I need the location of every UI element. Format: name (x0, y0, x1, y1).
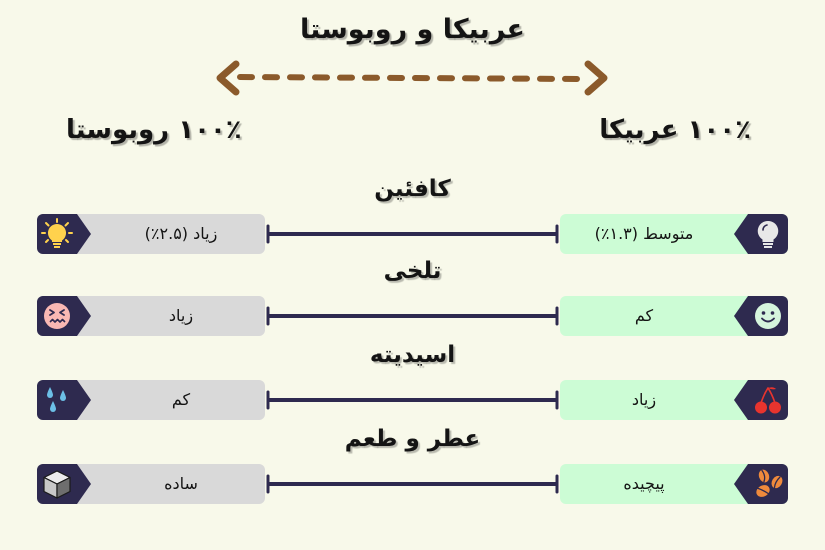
lightbulb-on-icon (41, 218, 73, 248)
attribute-label: عطر و طعم (344, 426, 481, 452)
attribute-label: کافئین (374, 176, 451, 202)
connector-line (266, 474, 559, 494)
arabica-value-pill: زیاد (560, 380, 788, 420)
robusta-heading: ۱۰۰٪ روبوستا (66, 115, 242, 145)
icon-tag (37, 464, 91, 504)
arabica-value: متوسط (۱.۳٪) (594, 224, 694, 243)
robusta-value-pill: ساده (37, 464, 265, 504)
robusta-value: زیاد (168, 306, 194, 325)
comparison-row-acidity: اسیدیته کم زیاد (0, 342, 825, 422)
grimace-face-icon (44, 303, 70, 329)
smile-face-icon (755, 303, 781, 329)
attribute-label: اسیدیته (369, 342, 456, 368)
comparison-row-bitterness: تلخی زیاد کم (0, 258, 825, 338)
coffee-beans-icon (756, 469, 783, 497)
robusta-value-pill: زیاد (37, 296, 265, 336)
arabica-value-pill: کم (560, 296, 788, 336)
icon-tag (37, 380, 91, 420)
robusta-value: زیاد (۲.۵٪) (144, 224, 218, 243)
robusta-value: ساده (164, 474, 198, 493)
arabica-value-pill: متوسط (۱.۳٪) (560, 214, 788, 254)
comparison-row-flavor: عطر و طعم ساده پیچیده (0, 426, 825, 506)
icon-tag (734, 464, 788, 504)
diagram-title: عربیکا و روبوستا (300, 14, 525, 45)
icon-tag (37, 296, 91, 336)
arabica-heading: ۱۰۰٪ عربیکا (599, 115, 751, 145)
lightbulb-off-icon (757, 220, 779, 248)
robusta-value: کم (171, 390, 191, 409)
cherry-icon (755, 387, 781, 414)
attribute-label: تلخی (383, 258, 442, 284)
icon-tag (37, 214, 91, 254)
arabica-value: کم (634, 306, 654, 325)
connector-line (266, 224, 559, 244)
robusta-value-pill: زیاد (۲.۵٪) (37, 214, 265, 254)
water-drops-icon (47, 387, 66, 412)
icon-tag (734, 380, 788, 420)
connector-line (266, 306, 559, 326)
arabica-value: زیاد (631, 390, 657, 409)
cube-icon (43, 470, 71, 499)
arabica-value-pill: پیچیده (560, 464, 788, 504)
icon-tag (734, 296, 788, 336)
arabica-value: پیچیده (623, 474, 665, 493)
connector-line (266, 390, 559, 410)
icon-tag (734, 214, 788, 254)
comparison-row-caffeine: کافئین زیاد (۲.۵٪) (0, 176, 825, 256)
double-arrow-icon (216, 60, 608, 96)
robusta-value-pill: کم (37, 380, 265, 420)
